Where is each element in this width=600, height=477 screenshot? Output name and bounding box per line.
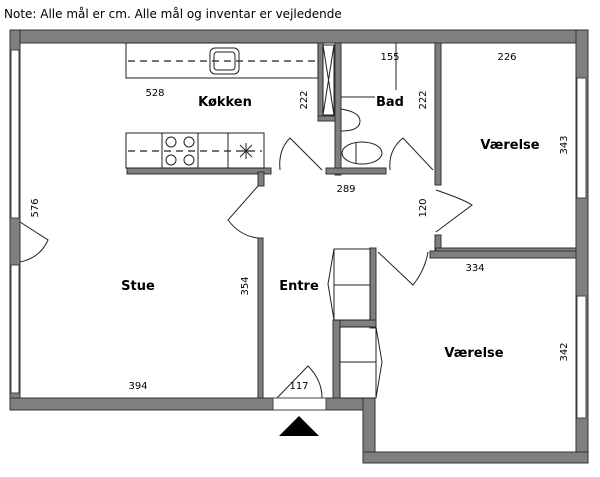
- room-label-bedroom-top: Værelse: [480, 138, 539, 153]
- dim-bath-width: 155: [380, 52, 399, 63]
- sink-icon: [209, 47, 240, 75]
- bath-fixtures: [340, 43, 397, 165]
- dim-living-depth: 576: [30, 198, 41, 217]
- dim-hall-width: 289: [336, 184, 355, 195]
- washbasin-icon: [340, 108, 361, 132]
- dim-kitchen-depth: 222: [299, 90, 310, 109]
- dim-living-width: 394: [128, 381, 147, 392]
- fridge-icon: [238, 143, 254, 159]
- entrance-arrow-icon: [279, 416, 319, 436]
- ventilation-shaft-icon: [322, 44, 335, 116]
- room-label-living: Stue: [121, 279, 155, 294]
- room-label-kitchen: Køkken: [198, 95, 252, 110]
- room-label-entrance: Entre: [279, 279, 319, 294]
- dim-bedroom-bottom-depth: 342: [559, 342, 570, 361]
- dim-bedroom-top-width: 226: [497, 52, 516, 63]
- closets: [327, 248, 383, 399]
- dim-bedroom-bottom-width: 334: [465, 263, 484, 274]
- room-label-bath: Bad: [376, 95, 404, 110]
- dim-bath-depth: 222: [418, 90, 429, 109]
- walls: [9, 29, 589, 464]
- dim-kitchen-width: 528: [145, 88, 164, 99]
- dim-bedroom-top-depth: 343: [559, 135, 570, 154]
- toilet-icon: [341, 141, 383, 165]
- kitchen-fixtures: [125, 42, 335, 169]
- dim-entrance-door: 117: [289, 381, 308, 392]
- doors: [19, 137, 473, 436]
- windows: [10, 49, 587, 419]
- room-label-bedroom-bottom: Værelse: [444, 346, 503, 361]
- floor-plan-note: Note: Alle mål er cm. Alle mål og invent…: [4, 7, 342, 21]
- stove-icon: [165, 136, 195, 166]
- dim-entrance-depth: 354: [240, 276, 251, 295]
- dim-hall-depth: 120: [418, 198, 429, 217]
